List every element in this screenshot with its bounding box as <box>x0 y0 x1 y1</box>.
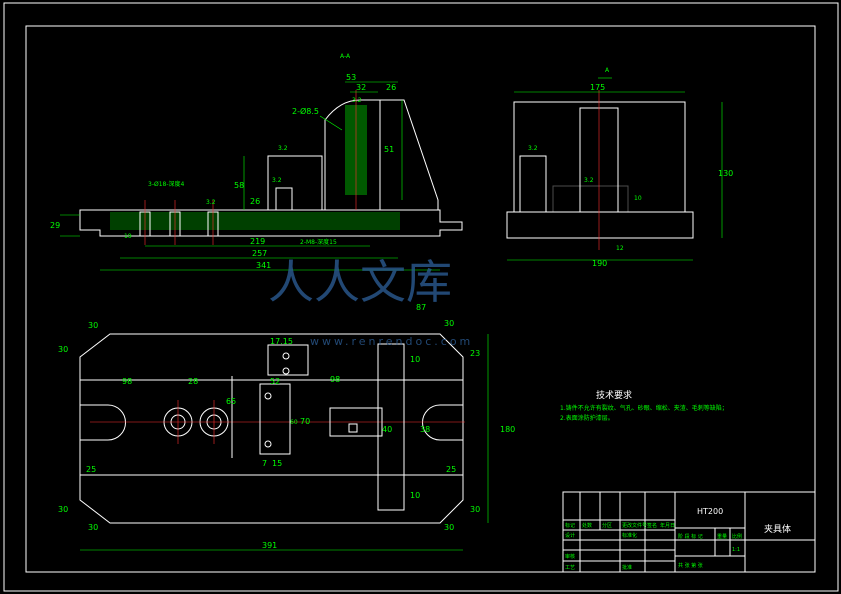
plan-dim-30b: 30 <box>58 345 68 354</box>
block-top <box>267 344 309 376</box>
side-body <box>513 101 686 212</box>
tb-sheets: 共 张 第 张 <box>678 562 703 569</box>
plan-dim-30a: 30 <box>88 321 98 330</box>
side-hatch <box>552 185 629 213</box>
jaw-plate <box>324 99 381 210</box>
tb-weight: 重量 <box>717 533 727 540</box>
plan-dim-25b: 25 <box>446 465 456 474</box>
view-arrow-label: A <box>605 67 610 74</box>
tb-approve: 批准 <box>622 564 632 571</box>
roughness-4: 3.2 <box>206 199 216 206</box>
dim-53: 53 <box>346 73 356 82</box>
tb-standardize: 标准化 <box>622 532 637 539</box>
dim-26b: 26 <box>250 197 260 206</box>
plan-dim-23: 23 <box>470 349 480 358</box>
plan-outline <box>79 333 464 524</box>
plan-dim-28: 28 <box>188 377 198 386</box>
plan-dim-65: 65 <box>226 397 236 406</box>
side-roughness-2: 3.2 <box>584 177 594 184</box>
plan-dim-98: 98 <box>122 377 132 386</box>
plan-dim-17: 17.15 <box>270 337 293 346</box>
plan-dim-30e: 30 <box>88 523 98 532</box>
plan-dim-30f: 30 <box>444 523 454 532</box>
outer-border <box>3 2 839 592</box>
section-label: A-A <box>340 53 351 60</box>
roughness-3: 3.2 <box>272 177 282 184</box>
dim-257: 257 <box>252 249 267 258</box>
dim-58: 58 <box>234 181 244 190</box>
dim-190: 190 <box>592 259 607 268</box>
plan-dim-98b: 98 <box>330 375 340 384</box>
base-plate-outline <box>79 209 463 237</box>
dim-32: 32 <box>356 83 366 92</box>
plan-dim-30g: 30 <box>470 505 480 514</box>
tb-label-date: 年月日 <box>660 522 675 529</box>
front-section-view: A-A 29 53 32 26 2-Ø8.5 3.2 3.2 3.2 3.2 <box>50 53 463 271</box>
watermark-text: 人人文库 <box>268 255 452 309</box>
note-2-holes: 2-Ø8.5 <box>292 106 319 116</box>
watermark-url: www.renrendoc.com <box>310 335 473 348</box>
dim-219: 219 <box>250 237 265 246</box>
side-view: A 175 130 190 3.2 3.2 12 10 <box>506 67 733 268</box>
tb-label-mark: 标记 <box>565 522 575 529</box>
tb-process: 工艺 <box>565 565 575 571</box>
dim-12: 12 <box>616 245 624 252</box>
dim-130: 130 <box>718 169 733 178</box>
plan-view: 30 30 98 28 65 17.15 52 98 87 30 23 10 4… <box>58 303 515 551</box>
plan-dim-60: 60 <box>290 419 298 426</box>
tech-requirements: 技术要求 1.铸件不允许有裂纹、气孔、砂眼、缩松、夹渣、毛刺等缺陷； 2.表面涂… <box>560 389 728 422</box>
plan-dim-70: 70 <box>300 417 310 426</box>
title-part-name: 夹具体 <box>764 523 791 535</box>
title-block: HT200 夹具体 标记 处数 分区 更改文件号 签名 年月日 设计 标准化 审… <box>562 491 816 573</box>
watermark: 人人文库 www.renrendoc.com <box>268 255 473 348</box>
plan-dim-87: 87 <box>416 303 426 312</box>
base-hatch <box>110 212 400 230</box>
note-tapped: 2-M8-深度15 <box>300 238 337 246</box>
dim-26: 26 <box>386 83 396 92</box>
dim-175: 175 <box>590 83 605 92</box>
dim-19: 19 <box>124 233 132 240</box>
tb-review: 审核 <box>565 553 575 560</box>
tb-scale-value: 1:1 <box>732 547 740 553</box>
tb-label-count: 处数 <box>582 522 592 529</box>
plan-upright <box>377 343 405 511</box>
tb-scale: 比例 <box>732 533 742 540</box>
side-base <box>506 211 694 239</box>
tech-req-title: 技术要求 <box>596 389 632 401</box>
dim-10: 10 <box>634 195 642 202</box>
title-material: HT200 <box>697 507 723 516</box>
inner-border <box>25 25 816 573</box>
note-counterbore: 3-Ø18-深度4 <box>148 180 185 188</box>
plan-dim-38: 38 <box>420 425 430 434</box>
dim-341: 341 <box>256 261 271 270</box>
plan-dim-25a: 25 <box>86 465 96 474</box>
plan-dim-10a: 10 <box>410 355 420 364</box>
side-roughness-1: 3.2 <box>528 145 538 152</box>
support-block <box>267 155 323 211</box>
plan-dim-40: 40 <box>382 425 392 434</box>
plan-dim-391: 391 <box>262 541 277 550</box>
plan-dim-180: 180 <box>500 425 515 434</box>
tb-designer: 设计 <box>565 532 575 539</box>
plan-dim-15: 15 <box>272 459 282 468</box>
rib <box>379 99 439 211</box>
plan-dim-7: 7 <box>262 459 267 468</box>
tb-label-change: 更改文件号 <box>622 522 647 529</box>
plan-dim-10b: 10 <box>410 491 420 500</box>
plan-dim-30d: 30 <box>58 505 68 514</box>
tech-req-line1: 1.铸件不允许有裂纹、气孔、砂眼、缩松、夹渣、毛刺等缺陷； <box>560 404 728 412</box>
plan-dim-52: 52 <box>270 377 280 386</box>
tb-label-zone: 分区 <box>602 522 612 529</box>
tech-req-line2: 2.表面涂防护漆层。 <box>560 414 614 422</box>
roughness-1: 3.2 <box>352 97 362 104</box>
tb-label-sign: 签名 <box>647 522 657 529</box>
plan-dim-30c: 30 <box>444 319 454 328</box>
tb-stage: 阶 段 标 记 <box>678 533 703 540</box>
block-mid <box>259 383 291 455</box>
roughness-2: 3.2 <box>278 145 288 152</box>
dim-29: 29 <box>50 221 60 230</box>
dim-51: 51 <box>384 145 394 154</box>
